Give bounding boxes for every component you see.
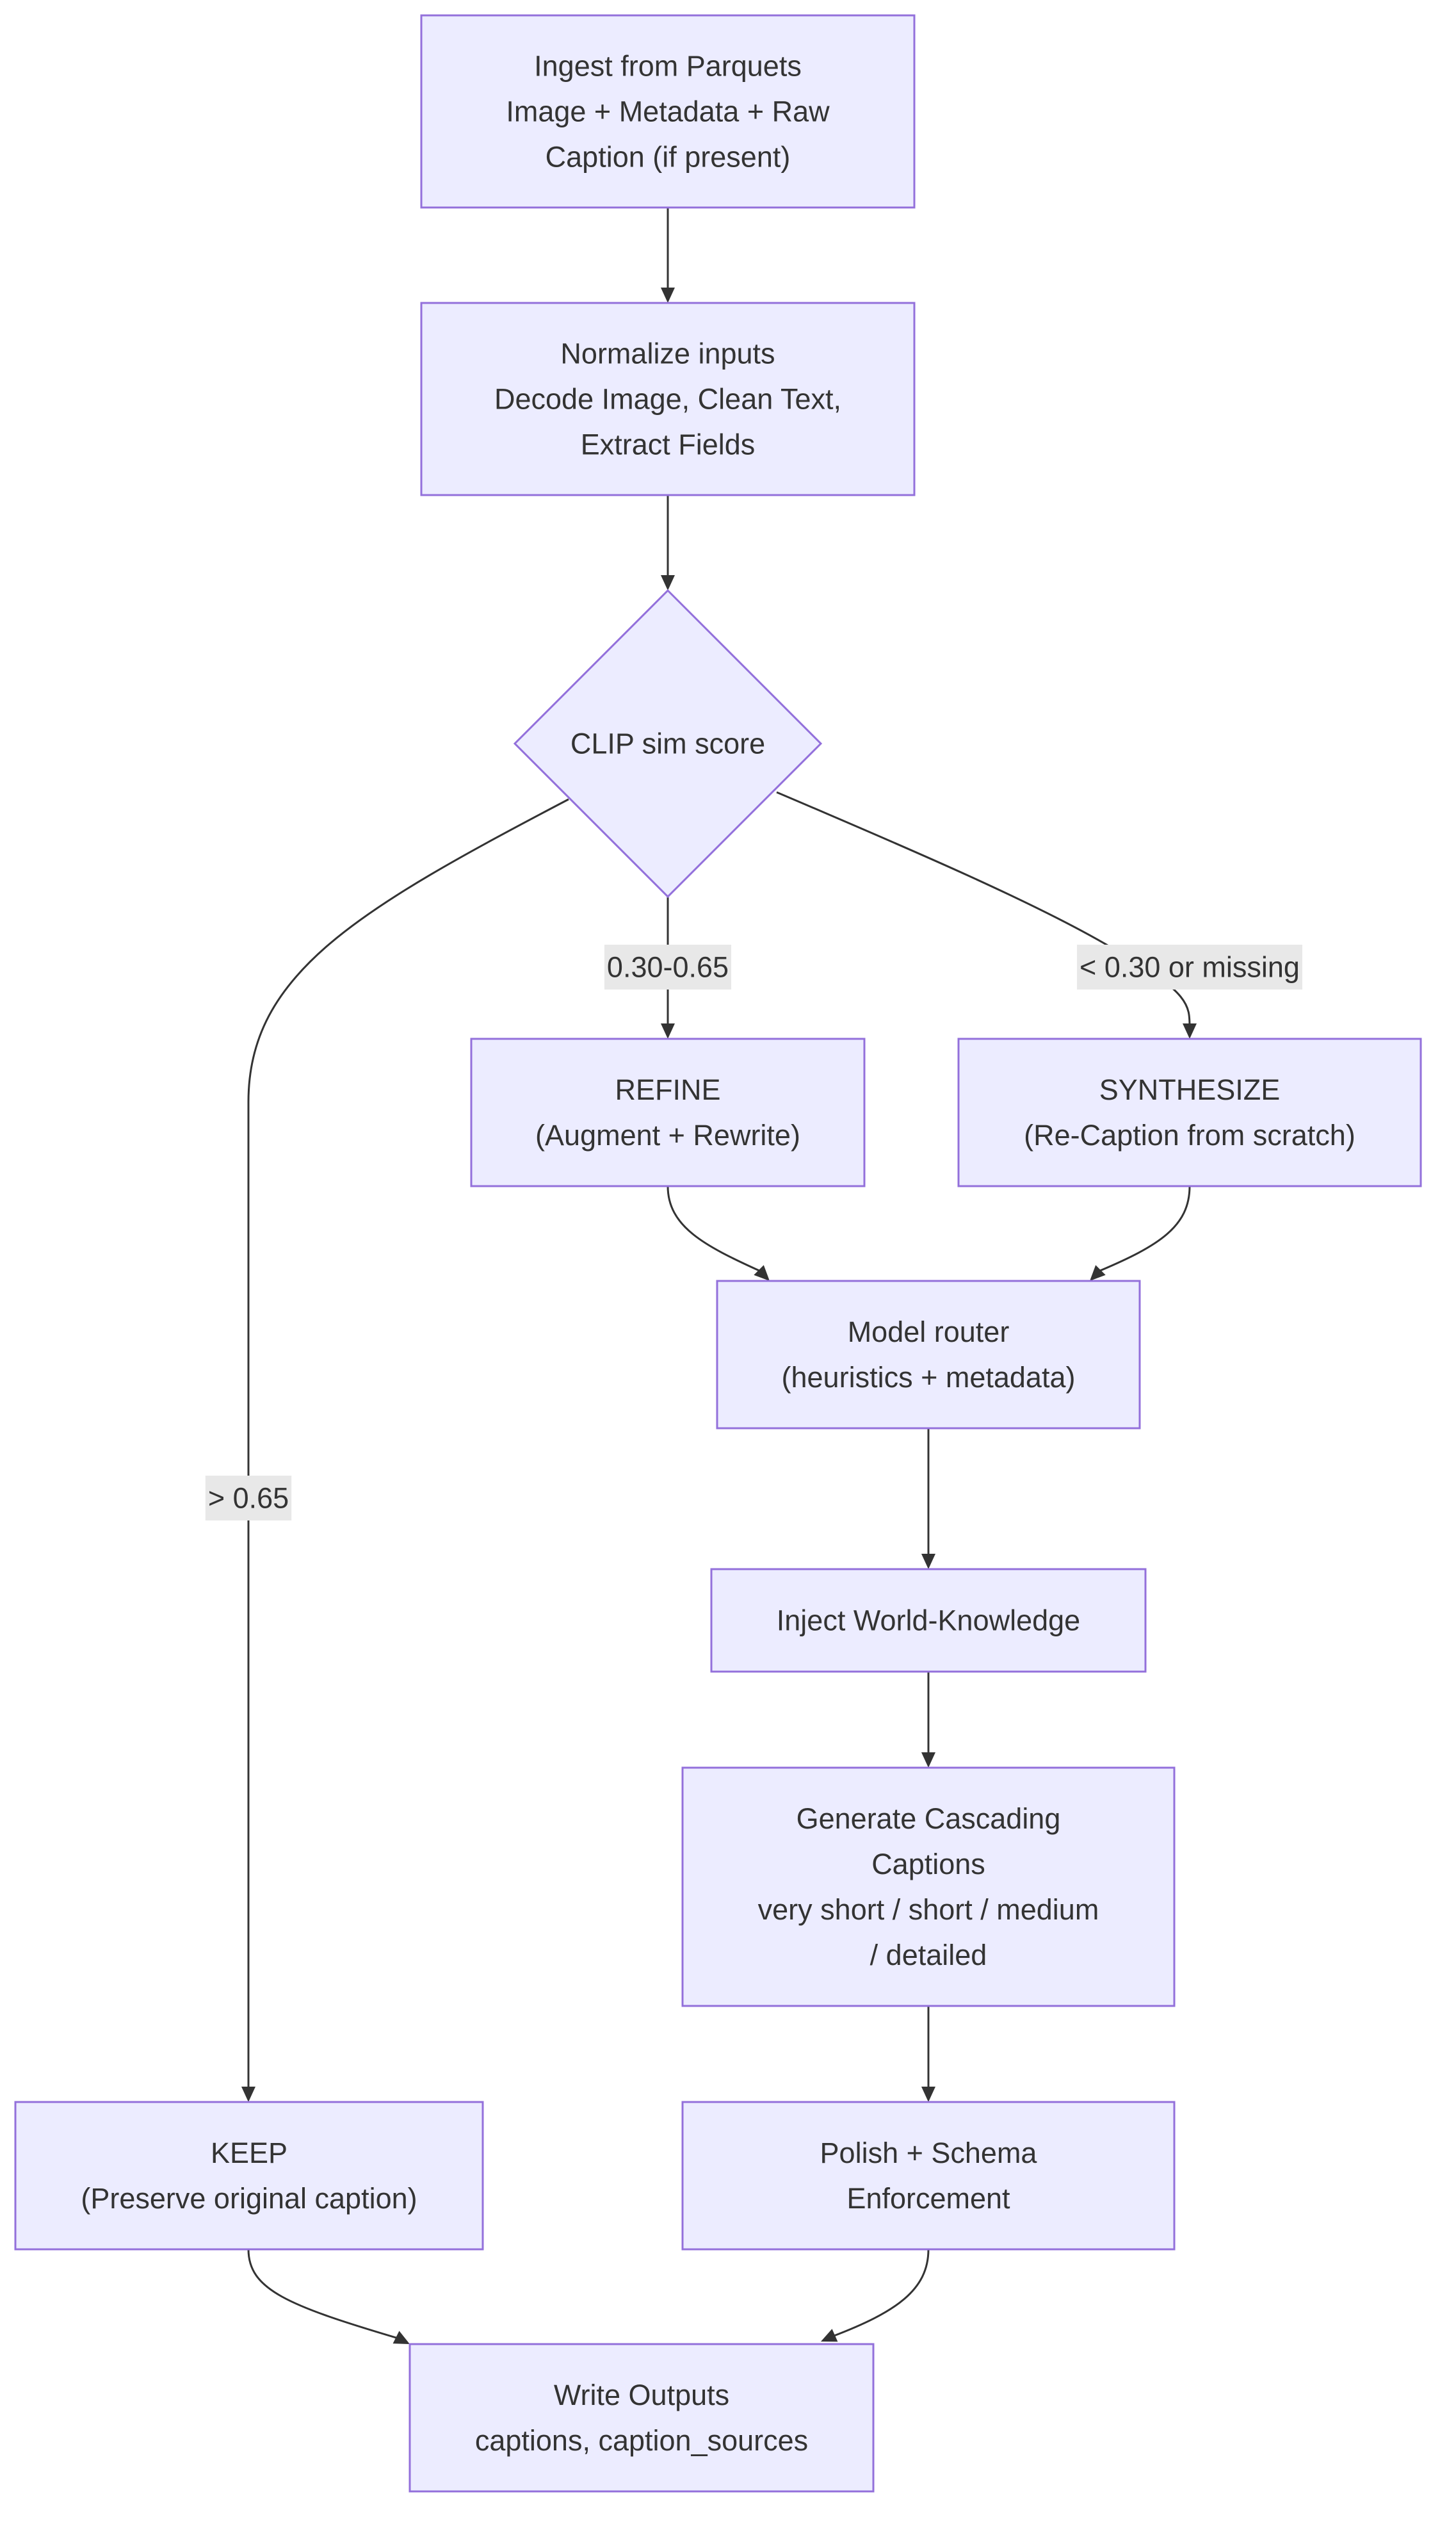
edge-label-text: < 0.30 or missing (1080, 951, 1300, 984)
node-write: Write Outputs captions, caption_sources (408, 2343, 875, 2493)
edge-line (832, 2249, 930, 2338)
arrowhead (1183, 1023, 1197, 1039)
node-label-line: Extract Fields (581, 428, 756, 461)
node-clip: CLIP sim score (513, 589, 823, 899)
node-label-line: Normalize inputs (560, 338, 775, 370)
arrowhead (661, 575, 675, 591)
node-label-line: (Augment + Rewrite) (535, 1119, 800, 1152)
arrowhead (754, 1265, 770, 1281)
arrowhead (1090, 1265, 1106, 1281)
node-box (681, 1766, 1176, 2007)
edge-polish-to-write (821, 2249, 930, 2342)
node-label-line: Enforcement (846, 2182, 1010, 2215)
node-label-line: Caption (if present) (546, 141, 791, 174)
edge-line (667, 1185, 760, 1272)
edge-normalize-to-clip (661, 495, 675, 591)
node-box (716, 1280, 1141, 1430)
edge-generate-to-polish (921, 2006, 935, 2102)
node-box (14, 2101, 484, 2251)
decision-diamond (513, 589, 823, 899)
node-refine: REFINE (Augment + Rewrite) (470, 1038, 866, 1187)
edge-clip-to-keep: > 0.65 (205, 798, 569, 2102)
edge-line (776, 791, 1191, 1028)
node-box (681, 2101, 1176, 2251)
edge-label-text: 0.30-0.65 (607, 951, 729, 984)
node-label-line: Decode Image, Clean Text, (494, 383, 841, 416)
node-label-line: CLIP sim score (570, 728, 765, 760)
node-label-line: KEEP (211, 2137, 287, 2169)
edge-ingest-to-normalize (661, 208, 675, 303)
arrowhead (921, 2087, 935, 2102)
edge-label-background (205, 1476, 292, 1520)
node-label-line: Model router (848, 1316, 1010, 1348)
edge-line (1099, 1185, 1191, 1272)
node-label-line: Ingest from Parquets (534, 50, 802, 83)
node-label-line: Inject World-Knowledge (777, 1604, 1080, 1637)
node-label-line: captions, caption_sources (475, 2424, 808, 2457)
edge-clip-to-synthesize: < 0.30 or missing (776, 791, 1302, 1039)
edge-label-background (604, 945, 732, 990)
node-label-line: SYNTHESIZE (1099, 1073, 1281, 1106)
node-inject: Inject World-Knowledge (710, 1568, 1147, 1673)
node-label-line: / detailed (870, 1939, 987, 1971)
arrowhead (241, 2087, 255, 2102)
node-label-line: Image + Metadata + Raw (506, 95, 830, 128)
edges: > 0.65 0.30-0.65 < 0.30 or missing (205, 208, 1302, 2344)
edge-line (247, 798, 569, 2090)
arrowhead (661, 1023, 675, 1039)
node-box (408, 2343, 875, 2493)
arrowhead (821, 2329, 838, 2342)
edge-keep-to-write (247, 2249, 410, 2344)
edge-label: < 0.30 or missing (1077, 945, 1302, 990)
node-keep: KEEP (Preserve original caption) (14, 2101, 484, 2251)
arrowhead (921, 1752, 935, 1768)
node-label-line: Captions (871, 1848, 985, 1880)
edge-label: > 0.65 (205, 1476, 292, 1520)
node-box (420, 302, 916, 496)
node-label-line: REFINE (615, 1073, 720, 1106)
arrowhead (661, 288, 675, 303)
node-box (470, 1038, 866, 1187)
node-label-line: (Preserve original caption) (81, 2182, 417, 2215)
node-label-line: (Re-Caption from scratch) (1024, 1119, 1355, 1152)
arrowhead (392, 2331, 410, 2344)
edge-refine-to-router (667, 1185, 770, 1281)
node-box (957, 1038, 1422, 1187)
node-router: Model router (heuristics + metadata) (716, 1280, 1141, 1430)
edge-label-background (1077, 945, 1302, 990)
edge-router-to-inject (921, 1428, 935, 1569)
arrowhead (921, 1554, 935, 1569)
edge-clip-to-refine: 0.30-0.65 (604, 897, 732, 1039)
node-label-line: Generate Cascading (797, 1802, 1061, 1835)
node-label-line: Write Outputs (554, 2379, 729, 2411)
edge-line (247, 2249, 399, 2340)
edge-label-text: > 0.65 (208, 1482, 289, 1515)
edge-synthesize-to-router (1090, 1185, 1191, 1281)
node-box (420, 14, 916, 209)
edge-label: 0.30-0.65 (604, 945, 732, 990)
node-box (710, 1568, 1147, 1673)
node-label-line: Polish + Schema (820, 2137, 1038, 2169)
node-label-line: (heuristics + metadata) (782, 1361, 1076, 1394)
node-synthesize: SYNTHESIZE (Re-Caption from scratch) (957, 1038, 1422, 1187)
edge-inject-to-generate (921, 1672, 935, 1768)
node-label-line: very short / short / medium (758, 1893, 1099, 1926)
